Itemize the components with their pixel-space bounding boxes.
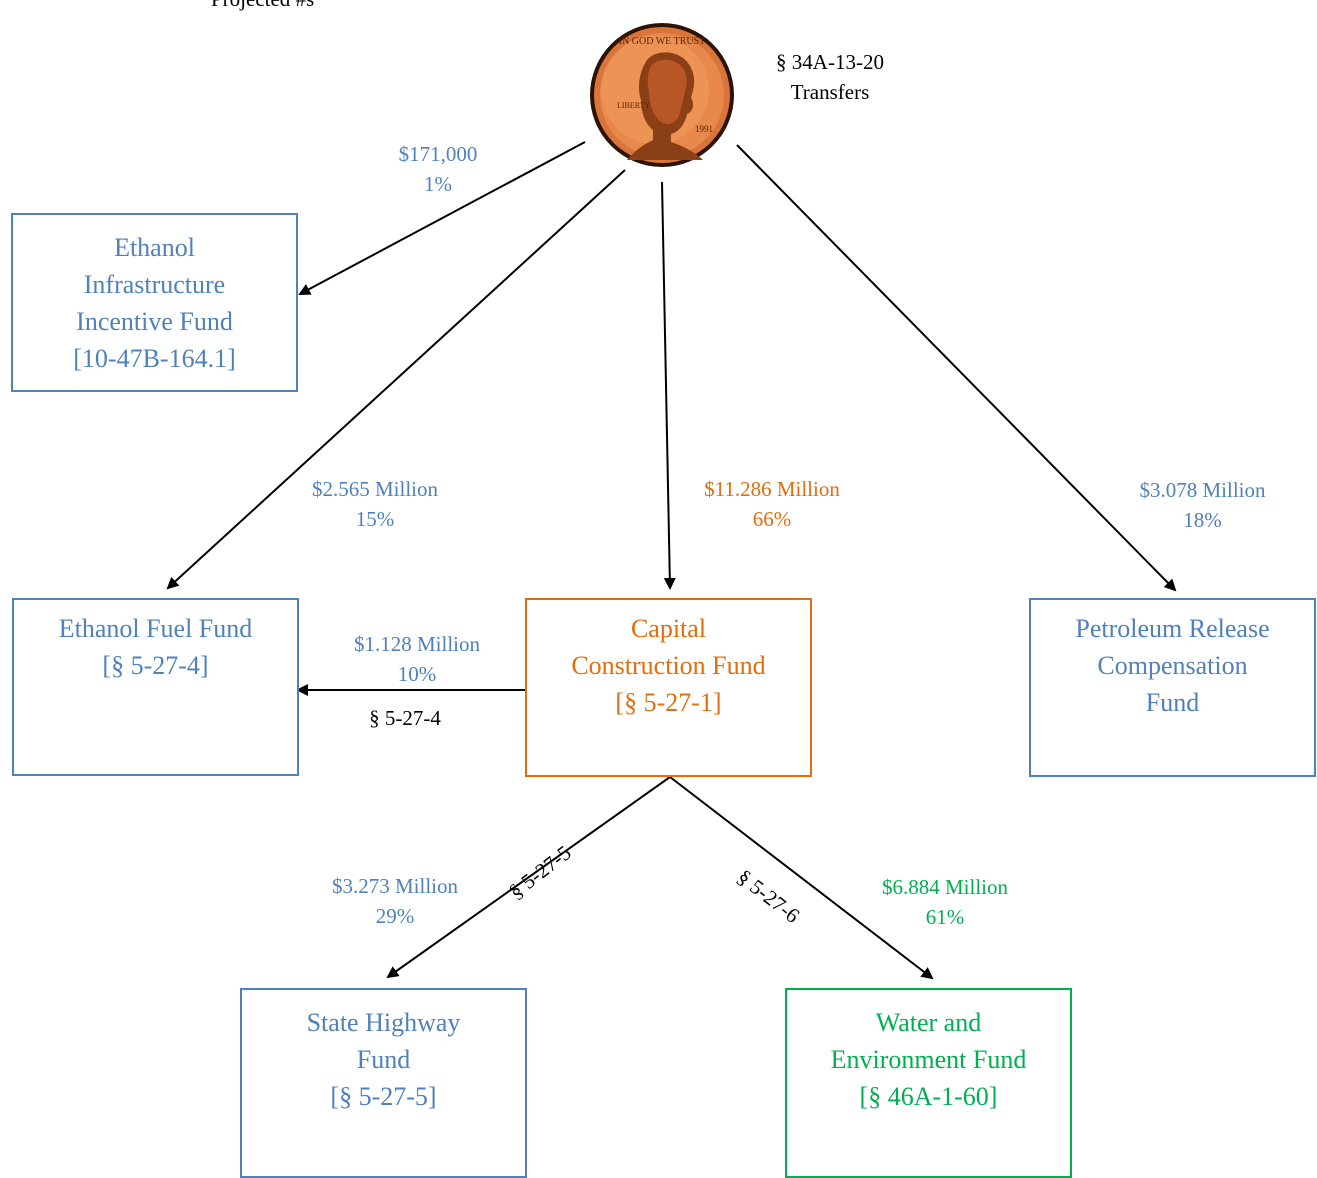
flow-label-state-highway: $3.273 Million 29% bbox=[331, 874, 458, 928]
statute-label-capital-to-ethanol-fuel: § 5-27-4 bbox=[369, 706, 441, 730]
water-environment-fund-box: Water and Environment Fund [§ 46A-1-60] bbox=[785, 988, 1072, 1178]
arrow-capital-to-state-highway bbox=[386, 776, 671, 979]
coin-liberty: LIBERTY bbox=[617, 101, 651, 110]
petroleum-release-fund-box: Petroleum Release Compensation Fund bbox=[1029, 598, 1316, 777]
flow-label-water-environment: $6.884 Million 61% bbox=[881, 875, 1008, 929]
coin-motto: IN GOD WE TRUST bbox=[619, 36, 706, 47]
flow-label-capital-to-ethanol-fuel: $1.128 Million 10% bbox=[353, 632, 480, 686]
flow-label-petroleum-release: $3.078 Million 18% bbox=[1139, 478, 1266, 532]
flow-label-ethanol-fuel: $2.565 Million 15% bbox=[311, 477, 438, 531]
source-statute-label: § 34A-13-20 Transfers bbox=[776, 50, 884, 104]
penny-icon: IN GOD WE TRUST LIBERTY 1991 bbox=[590, 23, 734, 167]
arrow-to-petroleum-release bbox=[736, 144, 1177, 592]
flow-label-capital-construction: $11.286 Million 66% bbox=[704, 477, 840, 531]
ethanol-infrastructure-fund-box: Ethanol Infrastructure Incentive Fund [1… bbox=[11, 213, 298, 392]
projected-note: **Projected #s bbox=[190, 0, 390, 14]
state-highway-fund-box: State Highway Fund [§ 5-27-5] bbox=[240, 988, 527, 1178]
capital-construction-fund-box: Capital Construction Fund [§ 5-27-1] bbox=[525, 598, 812, 777]
flow-label-ethanol-infrastructure: $171,000 1% bbox=[398, 142, 478, 196]
arrow-to-ethanol-fuel bbox=[166, 169, 626, 590]
ethanol-fuel-fund-box: Ethanol Fuel Fund [§ 5-27-4] bbox=[12, 598, 299, 776]
arrow-to-ethanol-infrastructure bbox=[298, 141, 586, 295]
arrow-to-capital-construction bbox=[661, 181, 676, 590]
coin-year: 1991 bbox=[695, 124, 713, 134]
arrow-capital-to-water-environment bbox=[669, 776, 934, 980]
